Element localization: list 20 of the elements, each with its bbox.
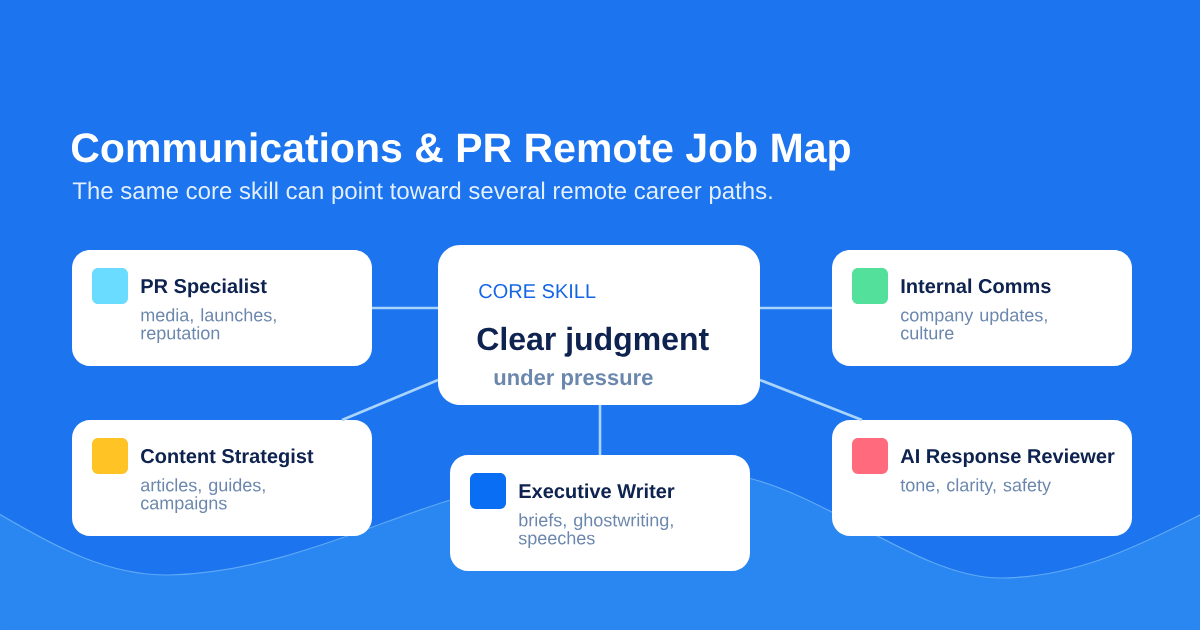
card-subheading: under pressure xyxy=(494,369,653,390)
card-title: PR Specialist xyxy=(141,278,267,298)
title: Communications & PR Remote Job Map xyxy=(71,132,850,171)
card-description: articles, guides, campaigns xyxy=(141,478,265,514)
card-title: Content Strategist xyxy=(141,448,314,468)
connector-line xyxy=(759,378,863,422)
card-title: AI Response Reviewer xyxy=(900,448,1115,468)
card-description: tone, clarity, safety xyxy=(900,478,1051,496)
subtitle: The same core skill can point toward several remote career paths. xyxy=(72,181,772,204)
connector-line xyxy=(598,405,602,455)
card-title: Executive Writer xyxy=(519,483,675,499)
card-description: media, launches, reputation xyxy=(141,308,276,344)
card-label: CORE SKILL xyxy=(479,284,596,299)
card-description: briefs, ghostwriting, speeches xyxy=(518,513,673,549)
connector-line xyxy=(341,378,439,422)
card-heading: Clear judgment xyxy=(477,326,709,357)
card-description: company updates, culture xyxy=(901,308,1047,340)
connector-line xyxy=(372,306,438,310)
connector-line xyxy=(760,306,832,310)
card-title: Internal Comms xyxy=(901,278,1051,294)
